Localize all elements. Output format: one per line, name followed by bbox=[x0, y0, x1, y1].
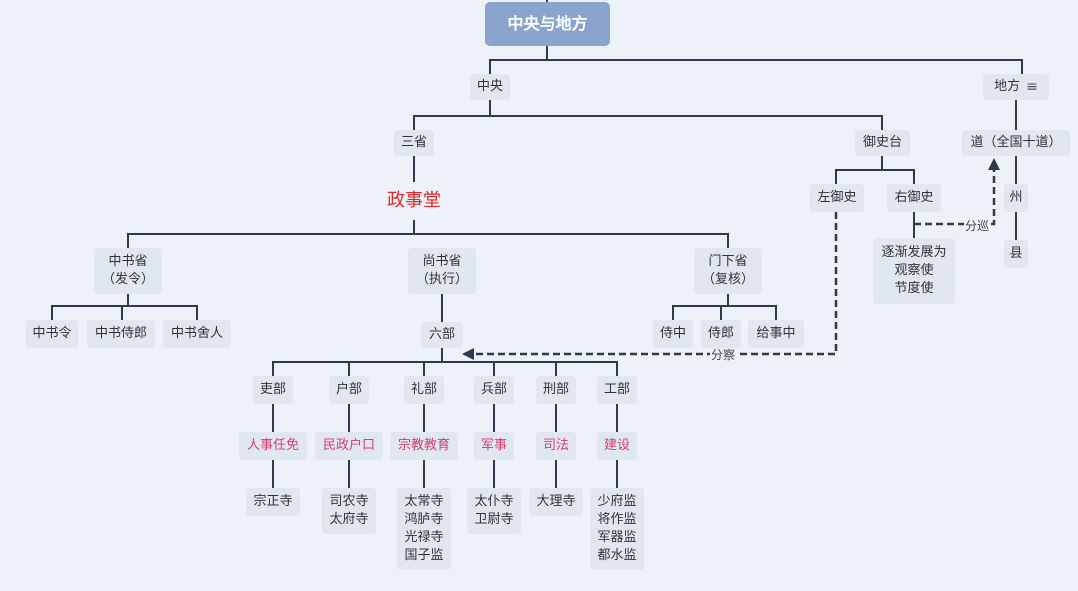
arrowhead-fenxun bbox=[988, 158, 1000, 170]
node-zhengshitang[interactable]: 政事堂 bbox=[387, 190, 441, 211]
node-left-censor[interactable]: 左御史 bbox=[810, 184, 864, 212]
node-ministry-rites[interactable]: 礼部 bbox=[404, 376, 444, 404]
node-zhou[interactable]: 州 bbox=[1004, 184, 1028, 212]
node-duty-war[interactable]: 军事 bbox=[474, 432, 514, 460]
connector-liubu bbox=[272, 348, 618, 376]
connector-central bbox=[413, 100, 883, 130]
node-xian[interactable]: 县 bbox=[1004, 240, 1028, 268]
node-offices-works[interactable]: 少府监 将作监 军器监 都水监 bbox=[590, 488, 644, 570]
link-label-fenxun: 分巡 bbox=[964, 219, 991, 233]
dashed-link-fenxun bbox=[914, 166, 996, 226]
node-shilang[interactable]: 侍郎 bbox=[701, 320, 741, 348]
node-zhongshu-shilang[interactable]: 中书侍郎 bbox=[87, 320, 155, 348]
node-right-censor[interactable]: 右御史 bbox=[887, 184, 941, 212]
node-duty-works[interactable]: 建设 bbox=[597, 432, 637, 460]
node-ministry-works[interactable]: 工部 bbox=[597, 376, 637, 404]
node-censorate[interactable]: 御史台 bbox=[855, 130, 910, 156]
node-central[interactable]: 中央 bbox=[470, 74, 510, 100]
node-duty-personnel[interactable]: 人事任免 bbox=[239, 432, 307, 460]
node-zhongshu[interactable]: 中书省 （发令） bbox=[94, 248, 162, 294]
node-local-label: 地方 bbox=[994, 79, 1021, 94]
node-liubu[interactable]: 六部 bbox=[421, 322, 463, 348]
node-duty-justice[interactable]: 司法 bbox=[536, 432, 576, 460]
node-jishizhong[interactable]: 给事中 bbox=[748, 320, 804, 348]
arrowhead-fencha bbox=[462, 348, 474, 360]
node-menxia[interactable]: 门下省 （复核） bbox=[694, 248, 762, 294]
node-zhongshu-sheren[interactable]: 中书舍人 bbox=[163, 320, 231, 348]
node-duty-revenue[interactable]: 民政户口 bbox=[315, 432, 383, 460]
connector-zhongshu bbox=[51, 294, 198, 320]
dashed-link-fencha bbox=[470, 212, 838, 356]
node-three-depts[interactable]: 三省 bbox=[394, 130, 434, 156]
node-dao[interactable]: 道（全国十道） bbox=[962, 130, 1070, 156]
node-shangshu[interactable]: 尚书省 （执行） bbox=[408, 248, 476, 294]
link-label-fencha: 分察 bbox=[710, 348, 737, 362]
node-offices-war[interactable]: 太仆寺 卫尉寺 bbox=[467, 488, 521, 534]
connector-zhengshitang bbox=[127, 220, 729, 248]
node-offices-justice[interactable]: 大理寺 bbox=[529, 488, 583, 516]
node-offices-rites[interactable]: 太常寺 鸿胪寺 光禄寺 国子监 bbox=[397, 488, 451, 570]
root-node[interactable]: 中央与地方 bbox=[485, 2, 610, 46]
notes-icon[interactable]: ≡ bbox=[1026, 79, 1038, 95]
node-offices-personnel[interactable]: 宗正寺 bbox=[246, 488, 300, 516]
node-ministry-justice[interactable]: 刑部 bbox=[536, 376, 576, 404]
connector-menxia bbox=[672, 294, 777, 320]
node-local[interactable]: 地方 ≡ bbox=[983, 74, 1049, 100]
connector-ministries bbox=[272, 404, 618, 488]
node-right-censor-note[interactable]: 逐渐发展为 观察使 节度使 bbox=[873, 238, 955, 304]
node-duty-rites[interactable]: 宗教教育 bbox=[390, 432, 458, 460]
node-offices-revenue[interactable]: 司农寺 太府寺 bbox=[322, 488, 376, 534]
node-ministry-war[interactable]: 兵部 bbox=[474, 376, 514, 404]
node-shizhong[interactable]: 侍中 bbox=[653, 320, 693, 348]
connector-censorate bbox=[835, 156, 915, 184]
node-ministry-personnel[interactable]: 吏部 bbox=[253, 376, 293, 404]
node-zhongshu-ling[interactable]: 中书令 bbox=[26, 320, 78, 348]
node-ministry-revenue[interactable]: 户部 bbox=[329, 376, 369, 404]
